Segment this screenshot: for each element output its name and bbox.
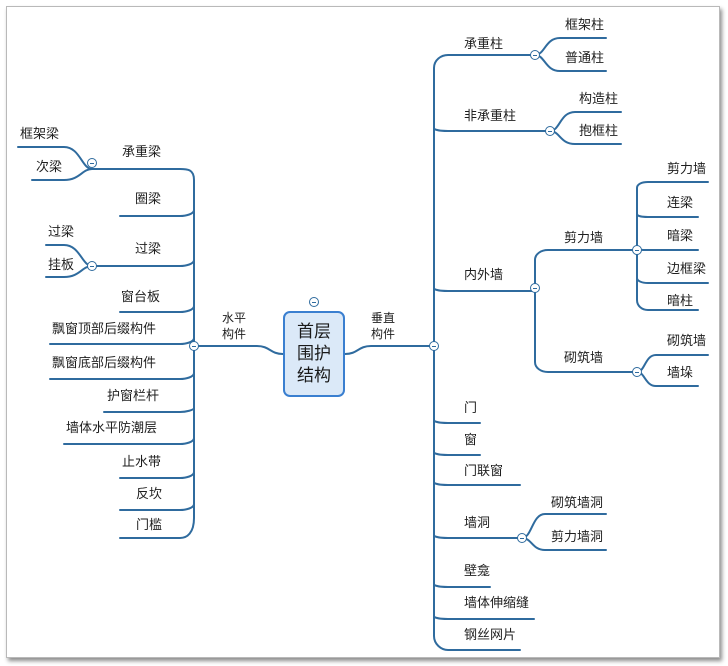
node-menkan[interactable]: 门槛 (136, 518, 163, 533)
node-qiangduo[interactable]: 墙垛 (667, 366, 694, 381)
node-chengzhongzhu[interactable]: 承重柱 (464, 37, 504, 52)
node-quanliang[interactable]: 圈梁 (135, 192, 162, 207)
node-kuangjialiang[interactable]: 框架梁 (20, 127, 60, 142)
node-qiangdong[interactable]: 墙洞 (464, 516, 491, 531)
node-kuangjiazhu[interactable]: 框架柱 (565, 18, 605, 33)
node-baokuangzhu[interactable]: 抱框柱 (579, 124, 619, 139)
node-gangsiwangpian[interactable]: 钢丝网片 (464, 628, 517, 643)
node-putongzhu[interactable]: 普通柱 (565, 51, 605, 66)
collapse-toggle-horizontal[interactable] (189, 341, 199, 351)
node-guoliang[interactable]: 过梁 (135, 242, 162, 257)
branch-horizontal-components[interactable]: 水平 构件 (222, 311, 247, 341)
node-biankuangliang[interactable]: 边框梁 (667, 262, 707, 277)
node-zhishuidai[interactable]: 止水带 (122, 455, 162, 470)
branch-vertical-components[interactable]: 垂直 构件 (371, 311, 396, 341)
node-menlianchuang[interactable]: 门联窗 (464, 464, 504, 479)
node-shenshuofeng[interactable]: 墙体伸缩缝 (464, 596, 530, 611)
node-chuang[interactable]: 窗 (464, 433, 478, 448)
node-piaochuang-bottom[interactable]: 飘窗底部后缀构件 (52, 356, 157, 371)
connector-right-spine (433, 54, 509, 347)
collapse-toggle-neiwaiqiang[interactable] (530, 283, 540, 293)
node-fankan[interactable]: 反坎 (136, 487, 163, 502)
collapse-toggle-feichengzhongzhu[interactable] (545, 126, 555, 136)
node-qizhuqiang[interactable]: 砌筑墙 (564, 351, 604, 366)
node-jianliqiang-leaf[interactable]: 剪力墙 (667, 162, 707, 177)
connector-root-right (344, 345, 435, 355)
collapse-toggle-qizhuqiang[interactable] (632, 367, 642, 377)
node-men[interactable]: 门 (464, 401, 478, 416)
node-qizhuqiang-leaf[interactable]: 砌筑墙 (667, 334, 707, 349)
collapse-toggle-guoliang[interactable] (87, 261, 97, 271)
node-piaochuang-top[interactable]: 飘窗顶部后缀构件 (52, 322, 157, 337)
node-chengzhongliang[interactable]: 承重梁 (122, 145, 162, 160)
node-qizhuqiangdong[interactable]: 砌筑墙洞 (551, 496, 604, 511)
node-jianliqiang[interactable]: 剪力墙 (564, 231, 604, 246)
collapse-toggle-qiangdong[interactable] (517, 533, 527, 543)
root-line-2: 围护 (297, 344, 331, 364)
node-lianliang[interactable]: 连梁 (667, 196, 694, 211)
node-anzhu[interactable]: 暗柱 (667, 294, 694, 309)
node-jianliqiangdong[interactable]: 剪力墙洞 (551, 530, 604, 545)
collapse-toggle-chengzhongliang[interactable] (87, 158, 97, 168)
connector-left-spine (119, 168, 195, 347)
collapse-toggle-chengzhongzhu[interactable] (530, 50, 540, 60)
node-fangchaoceng[interactable]: 墙体水平防潮层 (66, 421, 158, 436)
root-node[interactable]: 首层 围护 结构 (283, 311, 345, 397)
collapse-toggle-root[interactable] (309, 297, 319, 307)
node-anliang[interactable]: 暗梁 (667, 229, 694, 244)
connector-root-left (193, 345, 284, 355)
collapse-toggle-vertical[interactable] (429, 341, 439, 351)
node-huchuanglangan[interactable]: 护窗栏杆 (107, 389, 160, 404)
node-guoliang-child[interactable]: 过梁 (48, 225, 75, 240)
node-ciliang[interactable]: 次梁 (36, 160, 63, 175)
node-feichengzhongzhu[interactable]: 非承重柱 (464, 109, 517, 124)
node-neiwaiqiang[interactable]: 内外墙 (464, 268, 504, 283)
node-gouzaozhu[interactable]: 构造柱 (579, 92, 619, 107)
node-guaban[interactable]: 挂板 (48, 258, 75, 273)
node-chuangtaiban[interactable]: 窗台板 (121, 290, 161, 305)
root-line-1: 首层 (297, 322, 331, 342)
node-bikan[interactable]: 壁龛 (464, 564, 491, 579)
collapse-toggle-jianliqiang[interactable] (632, 245, 642, 255)
root-line-3: 结构 (297, 366, 331, 386)
